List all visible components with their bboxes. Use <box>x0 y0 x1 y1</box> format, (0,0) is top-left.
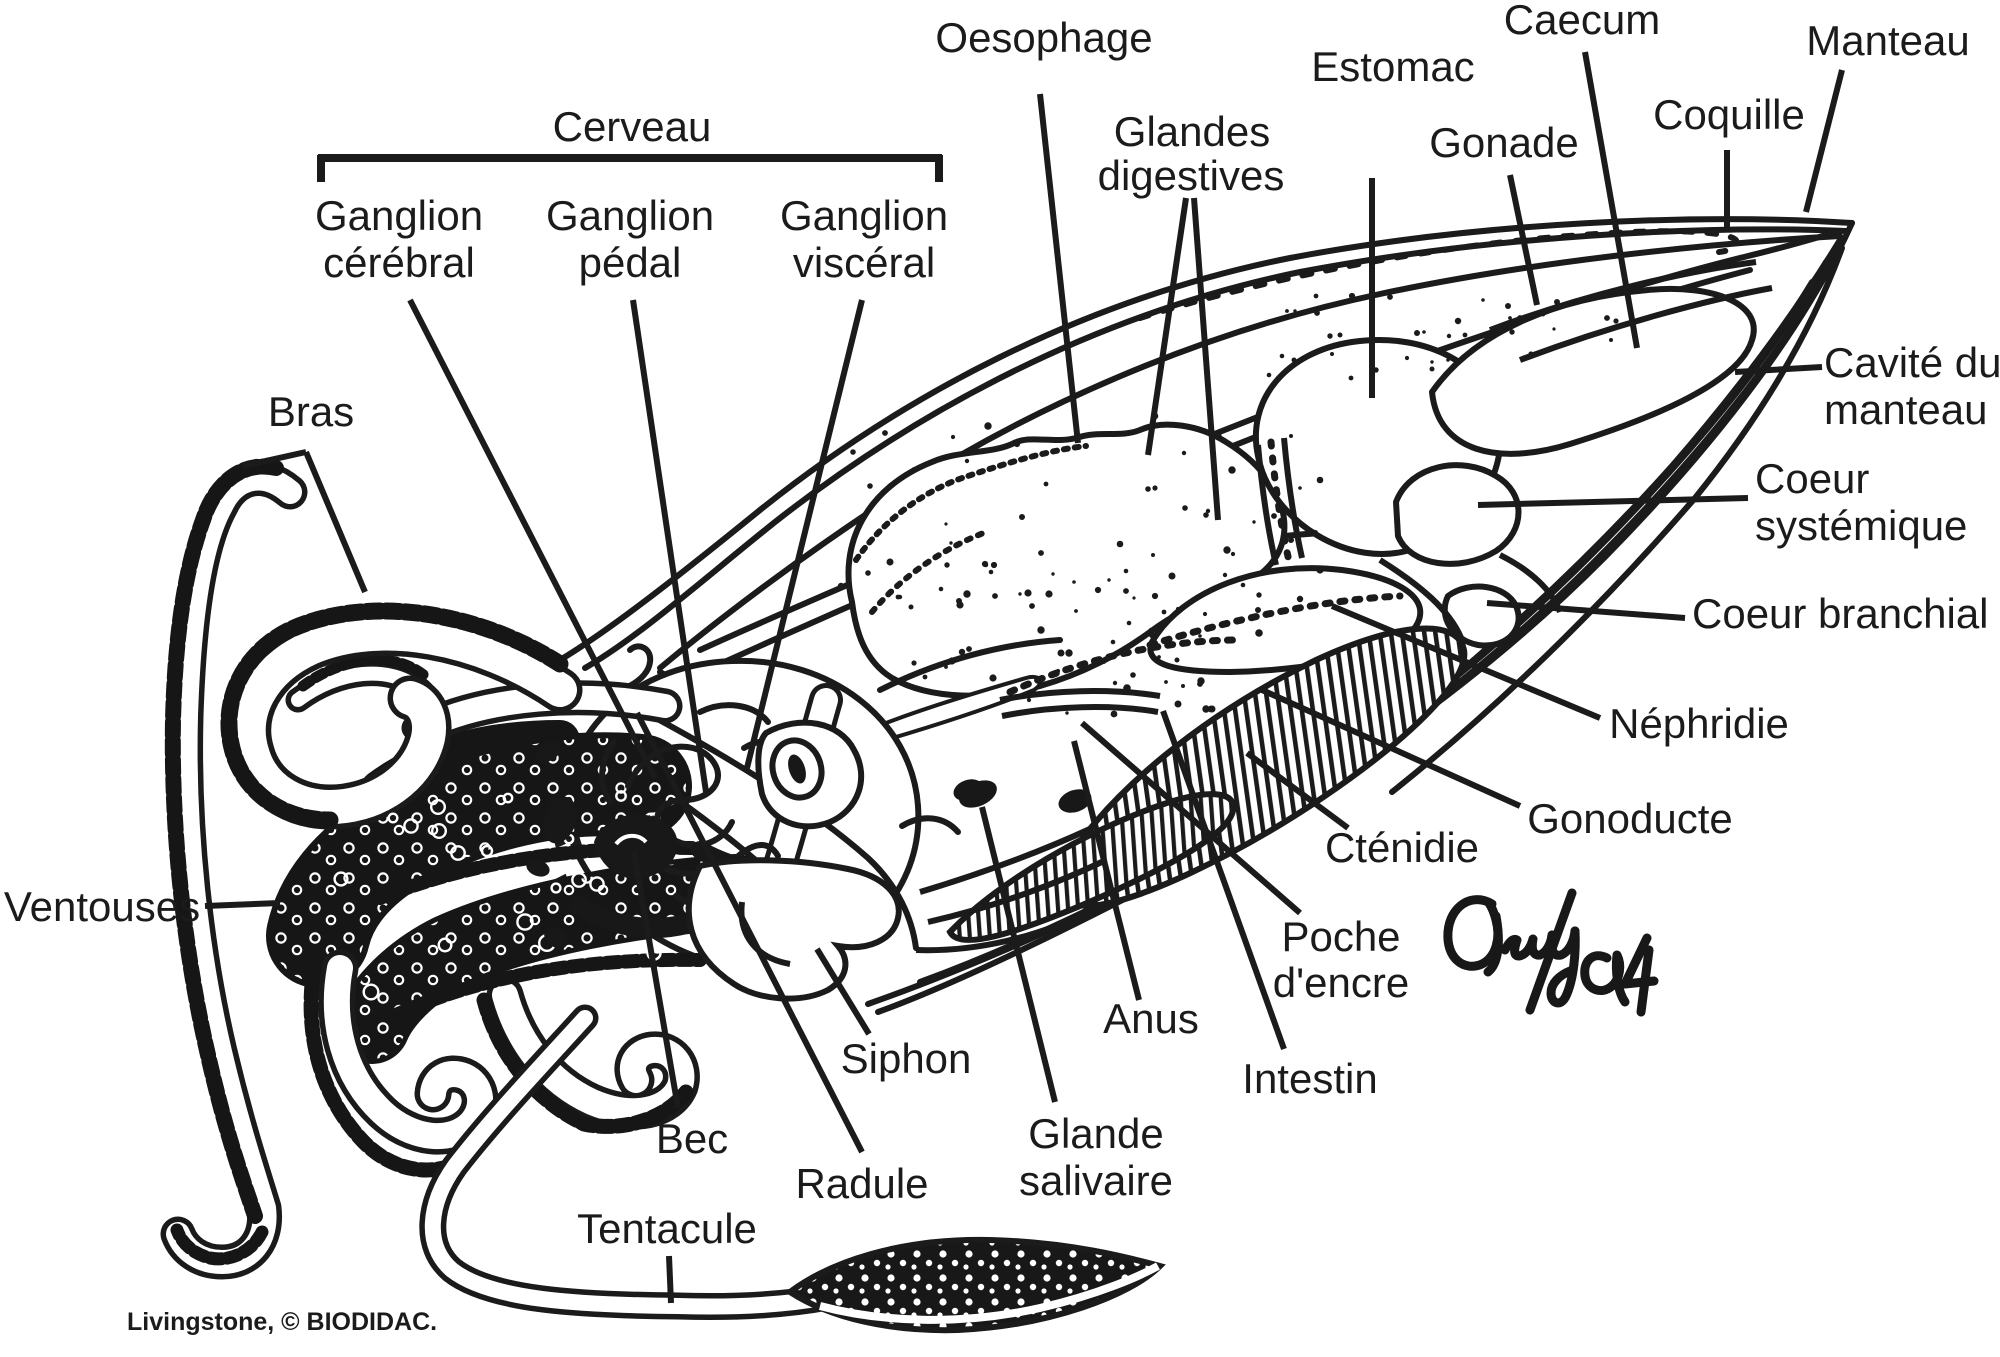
svg-text:Gonoducte: Gonoducte <box>1527 795 1733 842</box>
svg-text:Ganglion: Ganglion <box>546 192 714 239</box>
svg-text:Estomac: Estomac <box>1311 43 1474 90</box>
svg-text:Cerveau: Cerveau <box>553 103 712 150</box>
svg-text:systémique: systémique <box>1755 502 1967 549</box>
svg-text:Néphridie: Néphridie <box>1609 700 1789 747</box>
svg-text:Cavité du: Cavité du <box>1824 339 2000 386</box>
svg-text:Ventouses: Ventouses <box>4 883 200 930</box>
svg-text:Ganglion: Ganglion <box>780 192 948 239</box>
svg-text:Glande: Glande <box>1028 1110 1163 1157</box>
svg-text:Bec: Bec <box>656 1115 728 1162</box>
svg-text:cérébral: cérébral <box>323 239 475 286</box>
svg-text:Siphon: Siphon <box>841 1035 972 1082</box>
svg-text:viscéral: viscéral <box>793 239 935 286</box>
svg-text:manteau: manteau <box>1824 386 1987 433</box>
svg-text:d'encre: d'encre <box>1273 959 1409 1006</box>
svg-text:Glandes: Glandes <box>1114 108 1270 155</box>
svg-text:Cténidie: Cténidie <box>1325 824 1479 871</box>
svg-text:Manteau: Manteau <box>1806 17 1969 64</box>
svg-text:Intestin: Intestin <box>1242 1055 1377 1102</box>
svg-text:Coquille: Coquille <box>1653 91 1805 138</box>
svg-text:Ganglion: Ganglion <box>315 192 483 239</box>
svg-text:Caecum: Caecum <box>1504 0 1660 43</box>
svg-text:pédal: pédal <box>579 239 682 286</box>
svg-text:Livingstone, © BIODIDAC.: Livingstone, © BIODIDAC. <box>127 1308 437 1336</box>
svg-text:Poche: Poche <box>1281 913 1400 960</box>
svg-text:Radule: Radule <box>795 1160 928 1207</box>
svg-text:Coeur: Coeur <box>1755 455 1869 502</box>
svg-text:salivaire: salivaire <box>1019 1157 1173 1204</box>
svg-text:Anus: Anus <box>1103 995 1199 1042</box>
svg-text:Coeur branchial: Coeur branchial <box>1692 590 1989 637</box>
svg-text:Oesophage: Oesophage <box>935 14 1152 61</box>
svg-text:Bras: Bras <box>268 388 354 435</box>
svg-text:Gonade: Gonade <box>1429 119 1578 166</box>
svg-text:digestives: digestives <box>1098 152 1285 199</box>
svg-text:Tentacule: Tentacule <box>577 1205 757 1252</box>
